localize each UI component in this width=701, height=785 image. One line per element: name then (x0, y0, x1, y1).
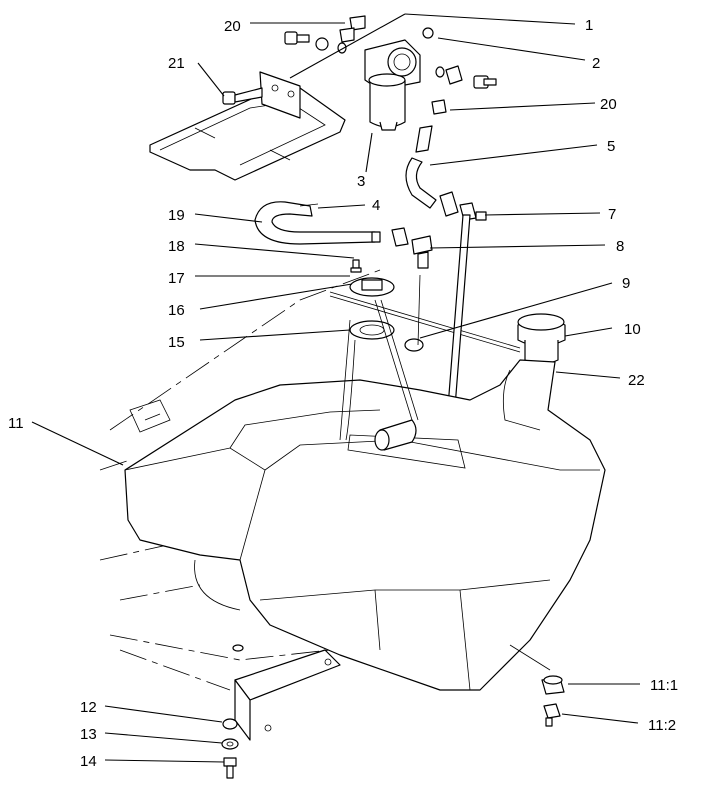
bracket-bolt (222, 87, 263, 105)
fuel-hose-lower (254, 201, 381, 245)
callout-20-top: 20 (224, 18, 241, 35)
callout-9: 9 (622, 275, 630, 292)
callout-11: 11 (8, 415, 24, 432)
callout-18: 18 (168, 238, 185, 255)
callout-1: 1 (585, 17, 593, 34)
fuel-cap (517, 313, 566, 365)
sender-gasket (349, 320, 395, 340)
fuel-tank (124, 319, 606, 691)
callout-14: 14 (80, 753, 97, 770)
filter-fittings (284, 15, 497, 115)
float-assembly (374, 299, 419, 451)
callout-19: 19 (168, 207, 185, 224)
callout-15: 15 (168, 334, 185, 351)
chassis-outline (99, 269, 381, 691)
callout-4: 4 (372, 197, 380, 214)
drain-parts (509, 644, 565, 727)
fuel-fitting (391, 227, 433, 269)
callout-labels: 20 1 2 21 20 5 3 4 7 19 8 18 17 9 16 10 … (8, 17, 678, 770)
callout-11-1: 11:1 (650, 677, 678, 694)
callout-2: 2 (592, 55, 600, 72)
callout-17: 17 (168, 270, 185, 287)
fuel-filter (364, 39, 421, 131)
callout-22: 22 (628, 372, 645, 389)
callout-13: 13 (80, 726, 97, 743)
fuel-sender (329, 259, 521, 353)
callout-7: 7 (608, 206, 616, 223)
grommet (404, 274, 424, 352)
washer-nut-bolt (221, 718, 239, 779)
callout-16: 16 (168, 302, 185, 319)
leader-lines (31, 13, 640, 763)
callout-8: 8 (616, 238, 624, 255)
callout-21: 21 (168, 55, 185, 72)
callout-12: 12 (80, 699, 97, 716)
callout-20-right: 20 (600, 96, 617, 113)
callout-11-2: 11:2 (648, 717, 676, 734)
fuel-hose-upper (405, 125, 487, 221)
mounting-bracket (149, 71, 346, 181)
tank-mount-plate (232, 644, 341, 741)
callout-3: 3 (357, 173, 365, 190)
callout-5: 5 (607, 138, 615, 155)
callout-10: 10 (624, 321, 641, 338)
